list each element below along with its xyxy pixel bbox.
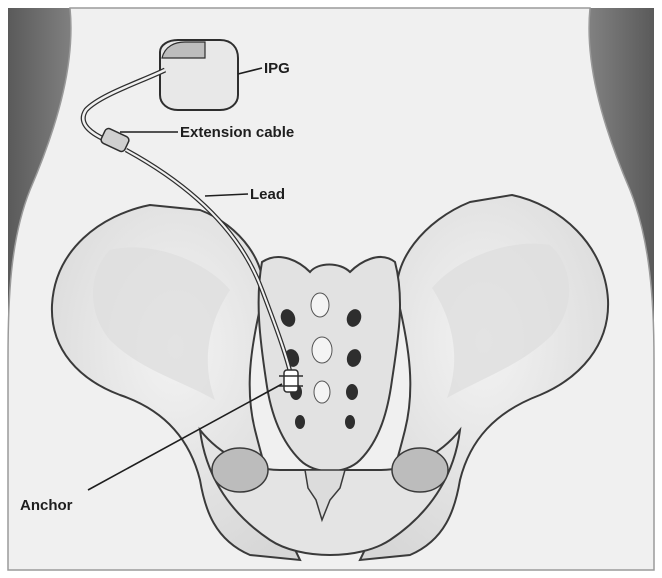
right-obturator-foramen [392, 448, 448, 492]
left-obturator-foramen [212, 448, 268, 492]
ipg-label: IPG [264, 60, 290, 77]
lead-label: Lead [250, 186, 285, 203]
extension-cable-label: Extension cable [180, 124, 294, 141]
anchor-label: Anchor [20, 497, 73, 514]
